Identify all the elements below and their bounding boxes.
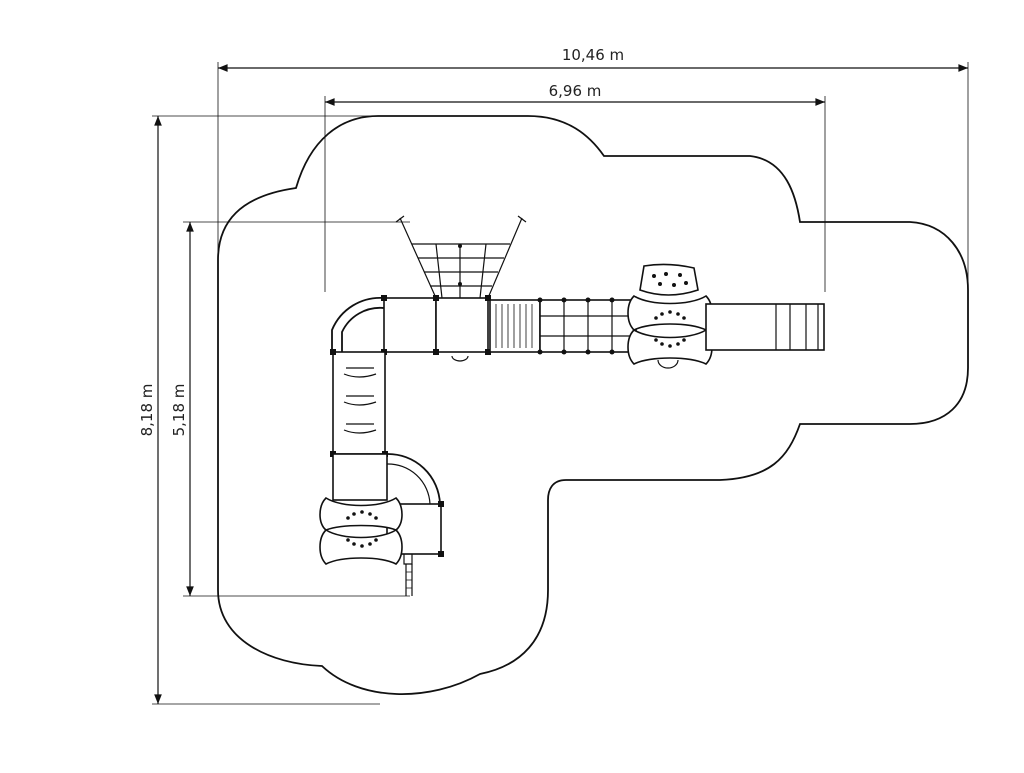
overall-depth-label: 8,18 m	[138, 384, 156, 437]
roof-dots	[654, 310, 686, 348]
bottom-roof-dots	[346, 510, 378, 548]
overall-width-label: 10,46 m	[562, 46, 624, 64]
dimension-lines	[154, 64, 969, 705]
slide-right	[705, 303, 825, 351]
equipment-depth-label: 5,18 m	[170, 384, 188, 437]
bridge	[489, 297, 637, 355]
corner-platform-top	[331, 295, 491, 362]
climbing-net	[395, 215, 527, 299]
equipment-width-label: 6,96 m	[549, 82, 602, 100]
right-tower	[627, 263, 713, 369]
extension-lines	[152, 62, 969, 705]
safety-zone-outline	[217, 115, 969, 695]
crawl-tunnel	[330, 349, 388, 457]
bottom-tower	[319, 453, 444, 596]
